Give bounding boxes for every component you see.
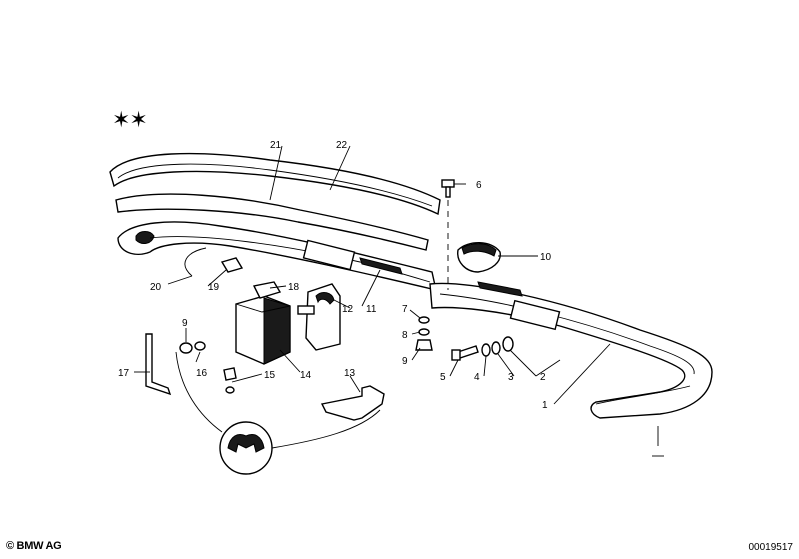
nut-19 bbox=[220, 257, 244, 273]
callout-7: 7 bbox=[402, 304, 408, 315]
document-number: 00019517 bbox=[748, 542, 794, 553]
clip-18 bbox=[252, 281, 282, 299]
bumper-section-11 bbox=[117, 221, 437, 291]
callout-20: 20 bbox=[150, 282, 162, 293]
callout-11: 11 bbox=[366, 304, 377, 315]
hardware-9-15-16 bbox=[179, 341, 237, 394]
callout-17: 17 bbox=[118, 368, 130, 379]
tow-bracket-13 bbox=[320, 385, 385, 421]
bumper-section-1 bbox=[429, 281, 713, 419]
hardware-7-8-9 bbox=[415, 316, 433, 351]
callout-9-right: 9 bbox=[402, 356, 408, 367]
bracket-12 bbox=[297, 283, 341, 351]
callout-1: 1 bbox=[542, 400, 548, 411]
leader-lines bbox=[134, 145, 664, 457]
callout-14: 14 bbox=[300, 370, 312, 381]
callout-22: 22 bbox=[336, 140, 348, 151]
callout-10: 10 bbox=[540, 252, 552, 263]
callout-labels: 21 22 6 10 11 12 18 19 20 14 15 16 9 17 … bbox=[118, 140, 552, 411]
double-star-marking: ✶✶ bbox=[112, 108, 148, 133]
bolt-6 bbox=[441, 179, 455, 290]
callout-8: 8 bbox=[402, 330, 408, 341]
wire-clip-20 bbox=[184, 247, 207, 277]
callout-9-left: 9 bbox=[182, 318, 188, 329]
trim-strip-21-22 bbox=[109, 152, 441, 251]
mount-block-14 bbox=[235, 295, 291, 365]
end-cap-10 bbox=[457, 242, 501, 273]
detail-circle bbox=[175, 351, 381, 475]
callout-6: 6 bbox=[476, 180, 482, 191]
hardware-2-5 bbox=[451, 336, 514, 361]
callout-16: 16 bbox=[196, 368, 208, 379]
copyright-notice: © BMW AG bbox=[6, 540, 62, 552]
callout-5: 5 bbox=[440, 372, 446, 383]
callout-2: 2 bbox=[540, 372, 546, 383]
callout-12: 12 bbox=[342, 304, 354, 315]
callout-18: 18 bbox=[288, 282, 300, 293]
callout-19: 19 bbox=[208, 282, 220, 293]
hook-rod-17 bbox=[145, 333, 172, 396]
callout-3: 3 bbox=[508, 372, 514, 383]
callout-13: 13 bbox=[344, 368, 356, 379]
callout-4: 4 bbox=[474, 372, 480, 383]
callout-15: 15 bbox=[264, 370, 276, 381]
callout-21: 21 bbox=[270, 140, 282, 151]
